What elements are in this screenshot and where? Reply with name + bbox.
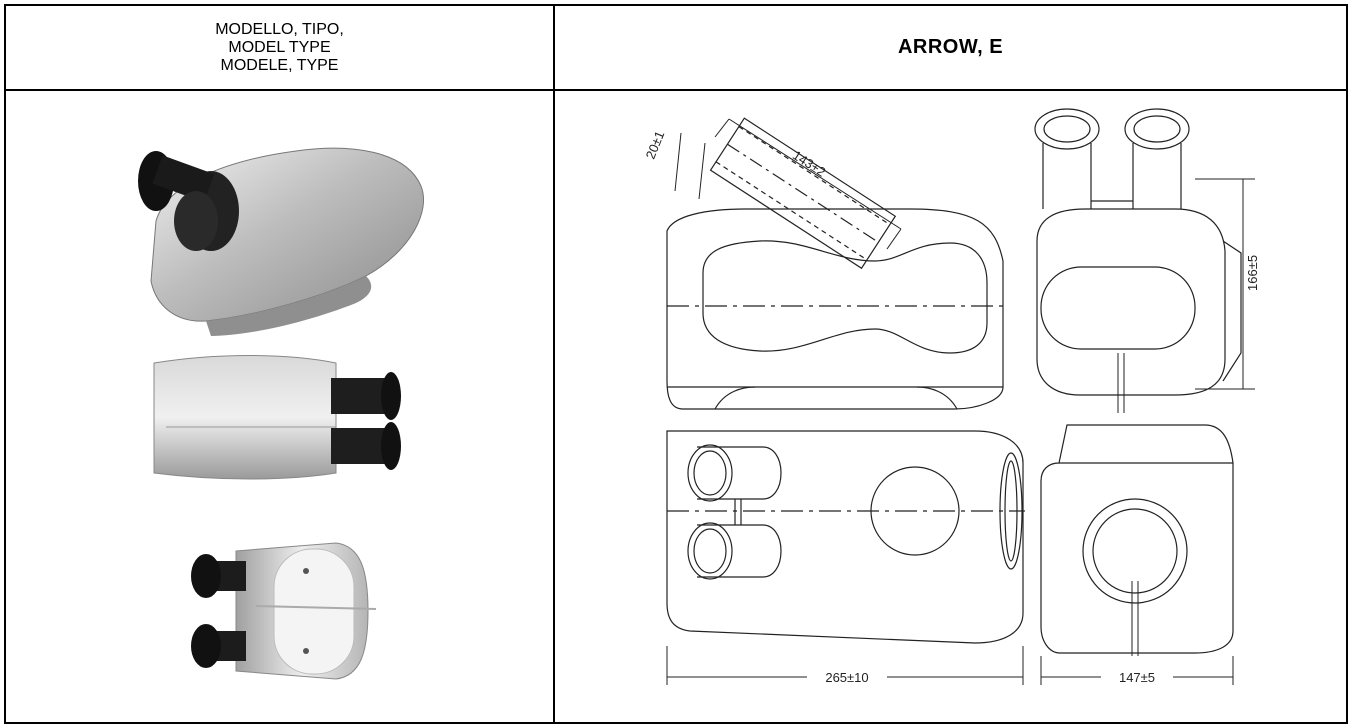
dim-width: 147±5 [1119,670,1155,685]
model-name: ARROW, E [897,36,1004,58]
header-label-line-3: MODELE, TYPE [220,56,339,74]
header-label-cell: MODELLO, TIPO, MODEL TYPE MODELE, TYPE [6,6,553,89]
header-model-cell: ARROW, E [555,6,1346,89]
drawing-side-view [666,117,1004,410]
drawing-end-view [1040,424,1234,685]
photos-svg [138,147,425,680]
dim-width-gap [1101,667,1173,685]
photo-cell [6,91,553,722]
header-label-line-1: MODELLO, TIPO, [215,20,344,38]
dim-length-gap [807,667,887,685]
tank-photo-side [153,355,401,480]
drawing-cell: 143±2 20±1 [555,91,1346,722]
dim-length: 265±10 [825,670,868,685]
drawing-front-view [1034,108,1255,413]
tank-photo-perspective [138,147,425,336]
spec-table: MODELLO, TIPO, MODEL TYPE MODELE, TYPE A… [4,4,1348,724]
dim-height: 166±5 [1245,255,1260,291]
dim-pipe-length: 143±2 [790,147,828,179]
tank-photo-top [191,542,377,680]
dim-pipe-diameter: 20±1 [643,129,668,161]
drawing-top-view [666,430,1025,685]
column-divider [553,6,555,722]
row-divider [6,89,1346,91]
header-label-line-2: MODEL TYPE [228,38,331,56]
technical-drawing: 143±2 20±1 [643,108,1260,685]
